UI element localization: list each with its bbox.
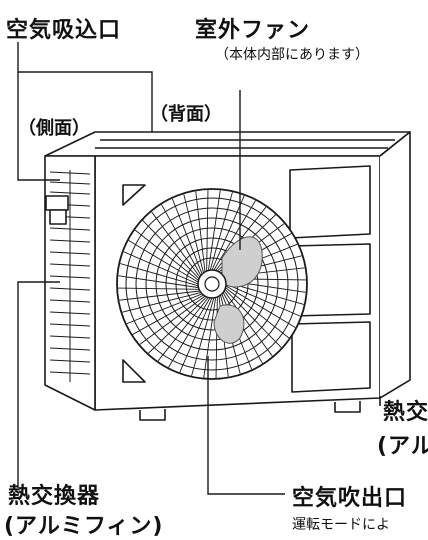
unit-top-panel — [44, 131, 411, 157]
label-air-outlet-note: 運転モードによ — [292, 517, 390, 533]
fan-blade-upper — [221, 236, 263, 288]
label-side: （側面） — [18, 118, 90, 139]
label-air-intake: 空気吸込口 — [6, 18, 122, 43]
leader-heat-exchanger — [17, 281, 60, 488]
label-heat-exchanger-right-2: (アル — [377, 434, 428, 459]
fan-blade-lower — [213, 304, 245, 344]
label-heat-exchanger-right-1: 熱交 — [383, 400, 428, 425]
leader-air-outlet — [207, 356, 285, 495]
label-outdoor-fan: 室外ファン — [195, 18, 311, 43]
leader-air-intake — [17, 42, 153, 132]
label-back: （背面） — [150, 104, 222, 125]
label-outdoor-fan-note: （本体内部にあります） — [215, 47, 369, 63]
label-heat-exchanger-2: (アルミフィン) — [4, 514, 164, 539]
label-air-outlet: 空気吹出口 — [292, 486, 408, 511]
label-heat-exchanger-1: 熱交換器 — [8, 484, 101, 509]
